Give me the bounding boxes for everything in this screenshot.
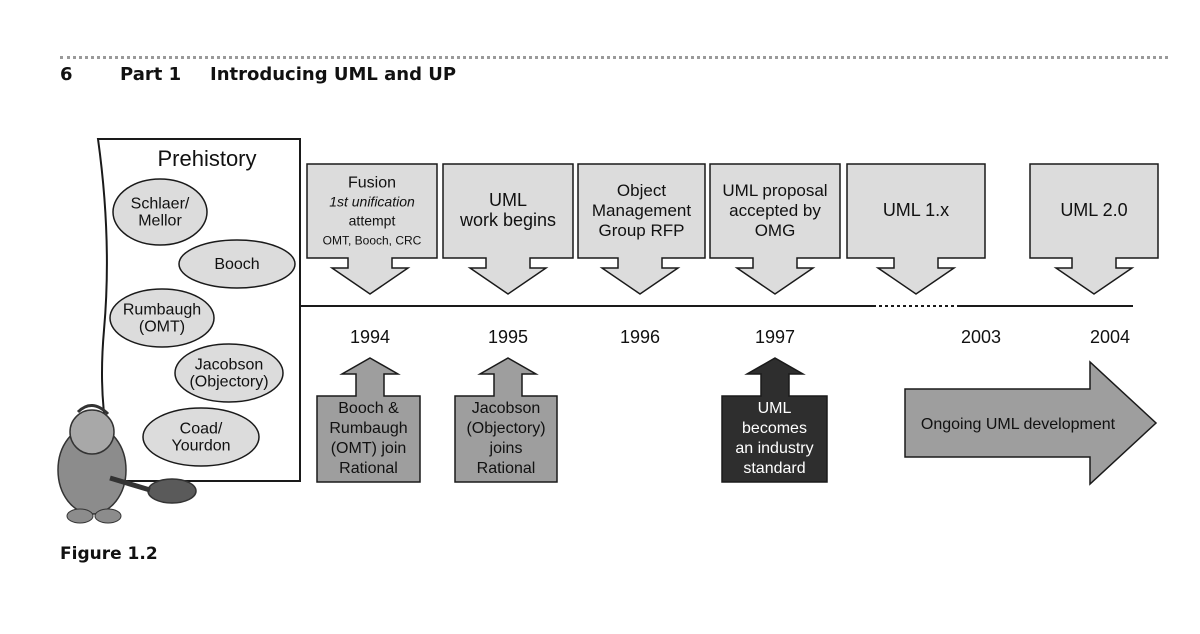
event-above-label-3-line-1: accepted by bbox=[729, 201, 821, 220]
caveman-foot-left bbox=[66, 508, 94, 524]
year-label-1996: 1996 bbox=[620, 327, 660, 347]
method-label-0-line-1: Mellor bbox=[138, 213, 182, 230]
event-below-label-1-line-1: (Objectory) bbox=[466, 420, 545, 437]
event-above-label-1-line-1: work begins bbox=[459, 210, 556, 230]
event-below-label-1-line-3: Rational bbox=[477, 460, 536, 477]
caveman-club bbox=[147, 478, 197, 504]
event-above-arrow-3 bbox=[709, 163, 841, 295]
method-label-3-line-1: (Objectory) bbox=[189, 374, 268, 391]
event-above-label-4-line-0: UML 1.x bbox=[883, 200, 949, 220]
method-label-1-line-0: Booch bbox=[214, 256, 259, 273]
event-above-label-1-line-0: UML bbox=[489, 190, 527, 210]
event-below-label-0-line-3: Rational bbox=[339, 460, 398, 477]
year-label-1994: 1994 bbox=[350, 327, 390, 347]
event-above-arrow-2 bbox=[577, 163, 706, 295]
event-below-label-2-line-1: becomes bbox=[742, 420, 807, 437]
event-above-label-0-line-0: Fusion bbox=[348, 175, 396, 192]
event-above-label-3-line-2: OMG bbox=[755, 221, 796, 240]
event-above-label-2-line-2: Group RFP bbox=[599, 221, 685, 240]
event-above-label-0-line-3: OMT, Booch, CRC bbox=[323, 234, 422, 248]
event-above-label-2-line-0: Object bbox=[617, 181, 666, 200]
page-number: 6 bbox=[60, 64, 73, 85]
event-below-label-1-line-2: joins bbox=[489, 440, 523, 457]
event-below-label-2-line-2: an industry bbox=[735, 440, 813, 457]
event-below-label-2-line-3: standard bbox=[743, 460, 805, 477]
chapter-title: Introducing UML and UP bbox=[210, 64, 457, 85]
event-below-label-0-line-2: (OMT) join bbox=[331, 440, 407, 457]
method-label-2-line-1: (OMT) bbox=[139, 319, 185, 336]
method-label-0-line-0: Schlaer/ bbox=[131, 196, 190, 213]
method-ellipse-1 bbox=[178, 239, 296, 289]
method-label-3-line-0: Jacobson bbox=[195, 357, 264, 374]
event-above-label-3-line-0: UML proposal bbox=[722, 181, 827, 200]
method-ellipse-3 bbox=[174, 343, 284, 403]
method-ellipse-4 bbox=[142, 407, 260, 467]
event-above-label-0-line-2: attempt bbox=[349, 213, 396, 229]
ongoing-development-label: Ongoing UML development bbox=[921, 416, 1116, 433]
part-label: Part 1 bbox=[120, 64, 182, 85]
caveman-club-handle bbox=[109, 475, 151, 493]
header-dotted-rule bbox=[60, 56, 1168, 59]
figure-caption: Figure 1.2 bbox=[60, 544, 158, 564]
event-below-label-0-line-0: Booch & bbox=[338, 400, 399, 417]
event-above-arrow-4 bbox=[846, 163, 986, 295]
method-label-4-line-1: Yourdon bbox=[171, 438, 230, 455]
event-above-arrow-0 bbox=[306, 163, 438, 295]
year-label-1995: 1995 bbox=[488, 327, 528, 347]
method-ellipse-2 bbox=[109, 288, 215, 348]
event-below-label-1-line-0: Jacobson bbox=[472, 400, 541, 417]
event-below-label-0-line-1: Rumbaugh bbox=[329, 420, 407, 437]
caveman-hair bbox=[76, 404, 110, 416]
prehistory-title: Prehistory bbox=[157, 146, 256, 171]
caveman-head bbox=[69, 409, 115, 455]
event-above-label-0-line-1: 1st unification bbox=[329, 194, 415, 210]
ongoing-development-arrow bbox=[904, 360, 1158, 486]
method-ellipse-0 bbox=[112, 178, 208, 246]
caveman-icon bbox=[57, 404, 197, 524]
method-label-4-line-0: Coad/ bbox=[180, 421, 223, 438]
event-above-arrow-1 bbox=[442, 163, 574, 295]
year-label-1997: 1997 bbox=[755, 327, 795, 347]
event-below-arrow-1 bbox=[454, 357, 558, 483]
year-label-2003: 2003 bbox=[961, 327, 1001, 347]
event-below-arrow-0 bbox=[316, 357, 421, 483]
event-above-label-2-line-1: Management bbox=[592, 201, 692, 220]
method-label-2-line-0: Rumbaugh bbox=[123, 302, 201, 319]
event-below-arrow-2 bbox=[721, 357, 828, 483]
event-below-label-2-line-0: UML bbox=[758, 400, 792, 417]
caveman-foot-right bbox=[94, 508, 122, 524]
year-label-2004: 2004 bbox=[1090, 327, 1130, 347]
event-above-label-5-line-0: UML 2.0 bbox=[1060, 200, 1127, 220]
event-above-arrow-5 bbox=[1029, 163, 1159, 295]
